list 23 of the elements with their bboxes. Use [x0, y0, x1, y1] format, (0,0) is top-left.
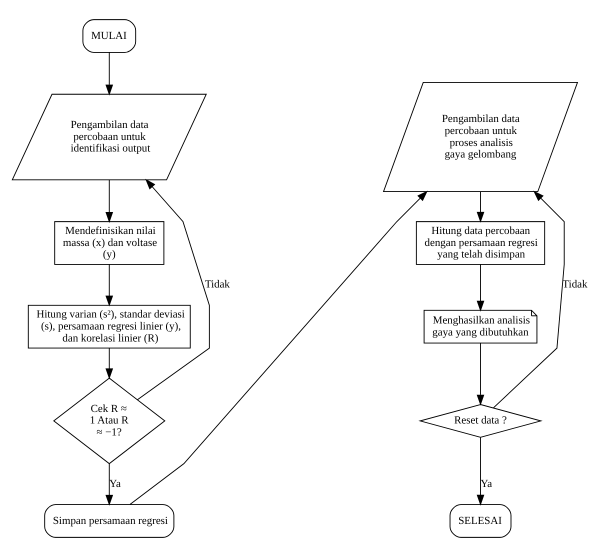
arrow: [136, 178, 210, 400]
arrow: [476, 264, 484, 312]
node-box: SELESAI: [450, 504, 512, 538]
edge-label: Ya: [109, 477, 121, 490]
node-box: Hitung data percobaan dengan persamaan regresi yang telah disimpan: [416, 220, 546, 264]
node-box: Simpan persamaan regresi: [44, 504, 174, 538]
arrow: [105, 462, 114, 506]
edge-label: Tidak: [204, 278, 230, 290]
arrow: [105, 347, 114, 379]
arrow: [130, 190, 428, 504]
node-diamond: Cek R ≈ 1 Atau R ≈ −1?: [53, 377, 166, 464]
edge-label: Tidak: [562, 278, 588, 290]
arrow: [476, 436, 484, 506]
arrow: [493, 190, 565, 408]
arrow: [105, 179, 114, 222]
arrow: [476, 342, 484, 406]
arrow: [105, 264, 114, 306]
node-box: Mendefinisikan nilai massa (x) dan voltase (y): [54, 220, 164, 264]
node-diamond: Reset data ?: [418, 404, 543, 438]
arrow: [105, 51, 114, 96]
node-box: Hitung varian (s²), standar deviasi (s), persamaan regresi linier (y), dan korelasi linier (R): [28, 304, 191, 348]
node-box: MULAI: [82, 18, 136, 52]
arrow: [476, 190, 484, 222]
